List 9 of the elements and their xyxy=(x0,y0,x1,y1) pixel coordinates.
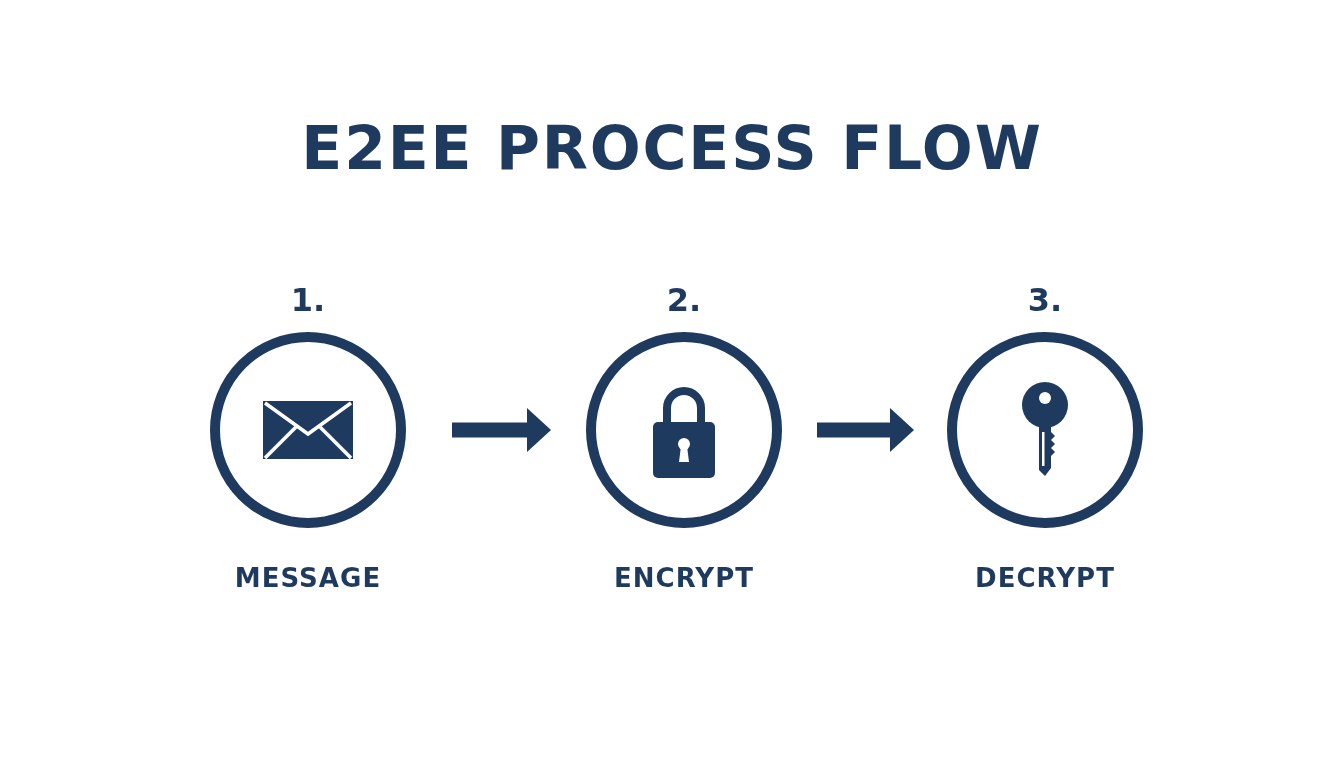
step-label: MESSAGE xyxy=(234,563,382,593)
step-number: 2. xyxy=(666,282,702,318)
step-label: DECRYPT xyxy=(975,563,1115,593)
arrow xyxy=(452,408,551,452)
title: E2EE PROCESS FLOW xyxy=(301,113,1043,183)
step-number: 1. xyxy=(290,282,326,318)
step-number: 3. xyxy=(1027,282,1063,318)
arrow xyxy=(817,408,914,452)
step-label: ENCRYPT xyxy=(613,563,755,593)
